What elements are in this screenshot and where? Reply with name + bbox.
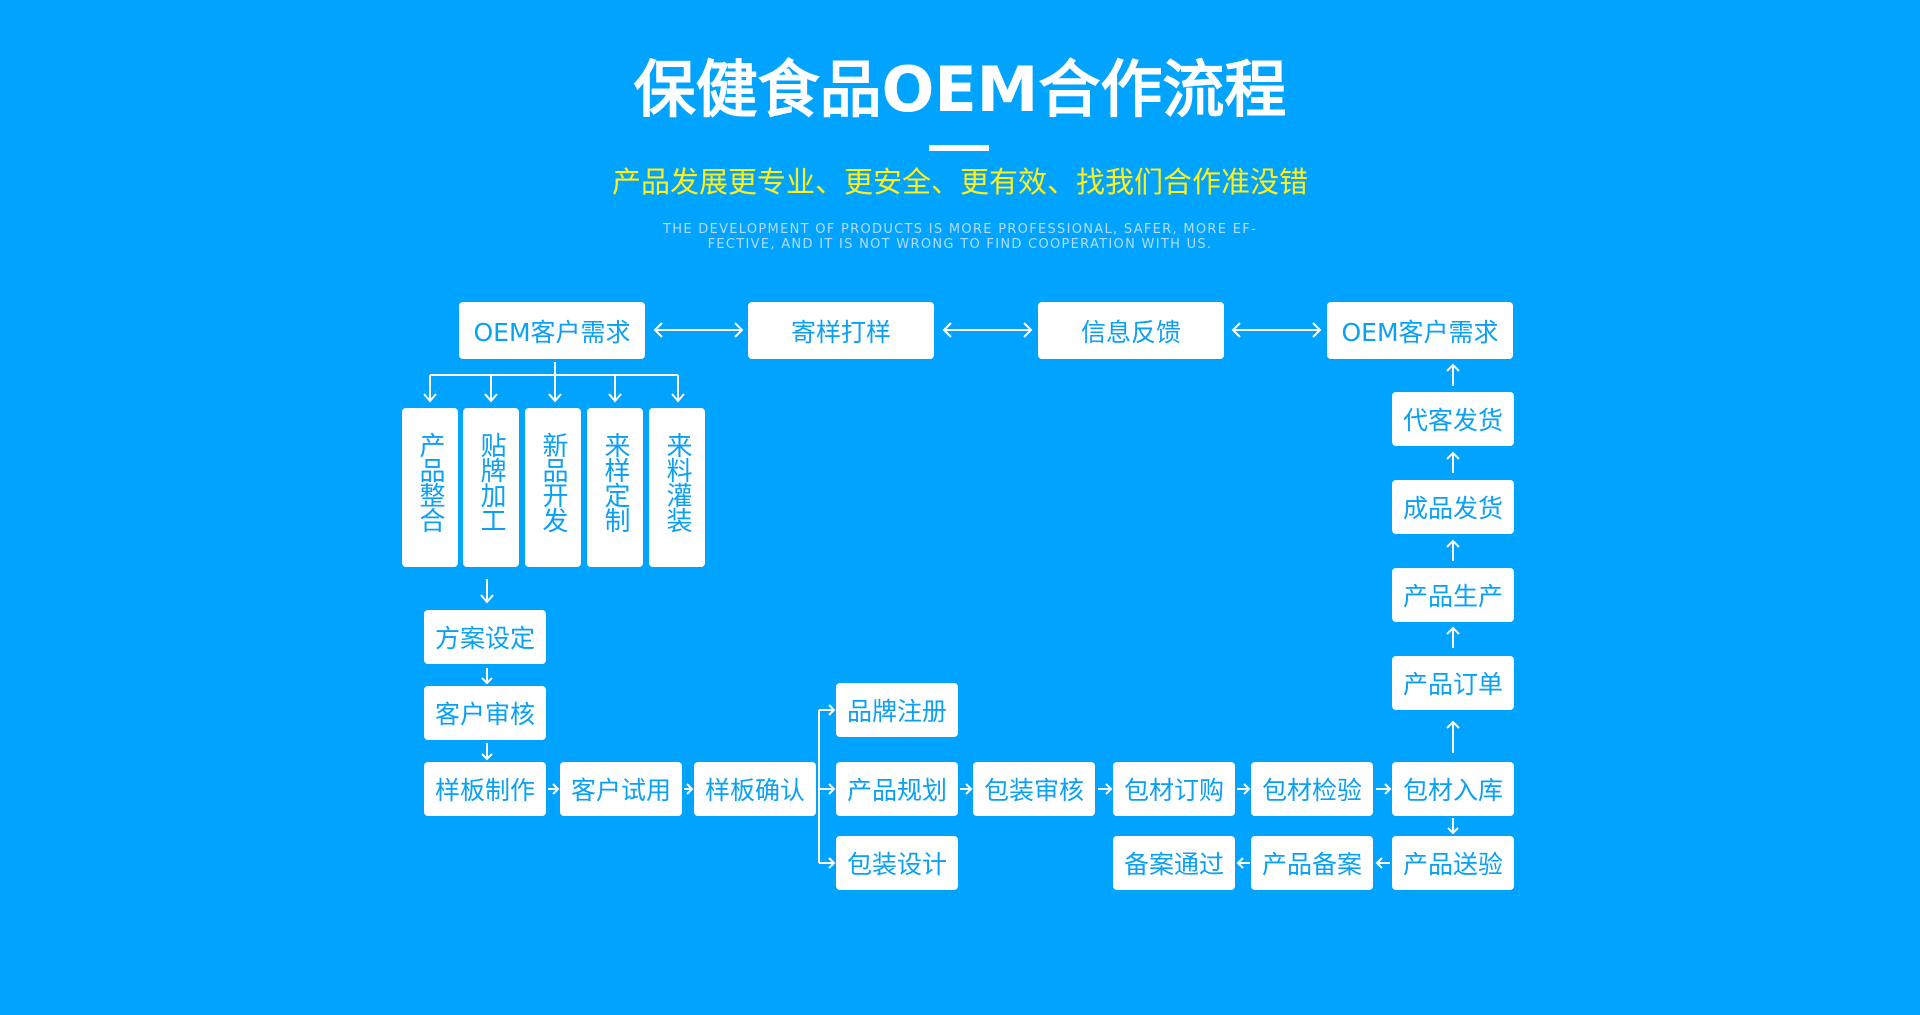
double-arrow-1 — [653, 322, 744, 338]
branch-arrows — [423, 362, 685, 403]
double-arrow-2 — [942, 322, 1033, 338]
option-label: 来样定制 — [600, 432, 630, 532]
arrow-down-plan — [480, 579, 494, 604]
step-product-planning: 产品规划 — [836, 762, 958, 816]
double-arrow-3 — [1231, 322, 1322, 338]
option-label: 来料灌装 — [662, 432, 692, 532]
option-label: 贴牌加工 — [476, 432, 506, 532]
page-title: 保健食品OEM合作流程 — [633, 53, 1287, 126]
step-sample-proofing: 寄样打样 — [748, 302, 934, 359]
step-plan: 方案设定 — [424, 610, 546, 664]
english-line-1: THE DEVELOPMENT OF PRODUCTS IS MORE PROF… — [663, 222, 1257, 237]
step-brand-registration: 品牌注册 — [836, 683, 958, 737]
step-feedback: 信息反馈 — [1038, 302, 1224, 359]
option-oem-processing: 贴牌加工 — [463, 408, 519, 567]
step-oem-demand: OEM客户需求 — [459, 302, 645, 359]
main-row-arrows — [548, 783, 1392, 795]
arrow-down-review — [481, 668, 493, 685]
step-filing-approved: 备案通过 — [1113, 836, 1235, 890]
page-subtitle: 产品发展更专业、更安全、更有效、找我们合作准没错 — [611, 165, 1308, 199]
right-column-arrows — [1446, 363, 1460, 753]
step-product-order: 产品订单 — [1392, 656, 1514, 710]
english-description: THE DEVELOPMENT OF PRODUCTS IS MORE PROF… — [650, 222, 1270, 252]
arrow-down-inspection — [1447, 818, 1459, 835]
step-product-testing: 产品送验 — [1392, 836, 1514, 890]
step-sample-confirm: 样板确认 — [694, 762, 816, 816]
option-new-product: 新品开发 — [525, 408, 581, 567]
step-sample-making: 样板制作 — [424, 762, 546, 816]
step-customer-trial: 客户试用 — [560, 762, 682, 816]
step-oem-demand-end: OEM客户需求 — [1327, 302, 1513, 359]
step-drop-shipping: 代客发货 — [1392, 392, 1514, 446]
step-packaging-review: 包装审核 — [973, 762, 1095, 816]
step-finished-shipping: 成品发货 — [1392, 480, 1514, 534]
branch-bracket — [818, 704, 836, 869]
step-material-inspection: 包材检验 — [1251, 762, 1373, 816]
step-product-filing: 产品备案 — [1251, 836, 1373, 890]
option-label: 产品整合 — [415, 432, 445, 532]
step-material-storage: 包材入库 — [1392, 762, 1514, 816]
option-material-filling: 来料灌装 — [649, 408, 705, 567]
title-divider — [929, 145, 989, 151]
step-customer-review: 客户审核 — [424, 686, 546, 740]
step-material-order: 包材订购 — [1113, 762, 1235, 816]
english-line-2: FECTIVE, AND IT IS NOT WRONG TO FIND COO… — [707, 237, 1213, 252]
option-product-integration: 产品整合 — [402, 408, 458, 567]
option-label: 新品开发 — [538, 432, 568, 532]
arrow-down-sample — [481, 743, 493, 761]
step-packaging-design: 包装设计 — [836, 836, 958, 890]
option-custom-sample: 来样定制 — [587, 408, 643, 567]
step-production: 产品生产 — [1392, 568, 1514, 622]
bottom-row-arrows — [1236, 857, 1390, 869]
